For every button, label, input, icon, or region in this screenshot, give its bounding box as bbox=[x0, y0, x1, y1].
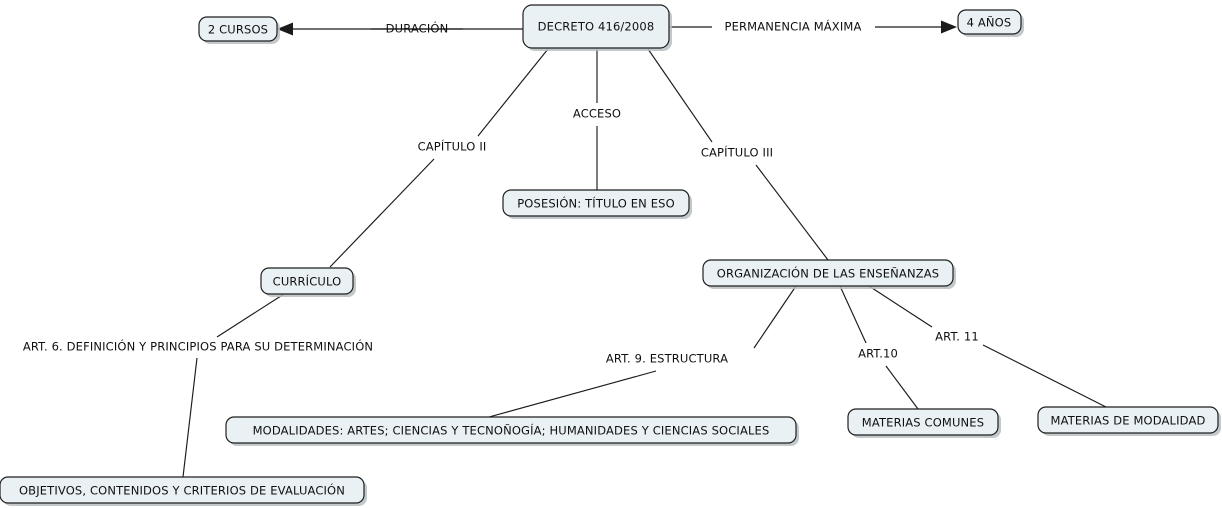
node-organizacion-ensenanzas[interactable]: ORGANIZACIÓN DE LAS ENSEÑANZAS bbox=[702, 259, 956, 289]
edge-art10-comunes bbox=[885, 365, 919, 410]
edge-label-art-10: ART.10 bbox=[858, 347, 898, 361]
node-4-anios[interactable]: 4 AÑOS bbox=[957, 9, 1024, 37]
node-rect[interactable] bbox=[502, 189, 690, 217]
node-rect[interactable] bbox=[702, 259, 954, 287]
node-rect[interactable] bbox=[260, 267, 354, 295]
node-modalidades[interactable]: MODALIDADES: ARTES; CIENCIAS Y TECNOÑOGÍ… bbox=[225, 416, 799, 446]
node-label: MODALIDADES: ARTES; CIENCIAS Y TECNOÑOGÍ… bbox=[253, 423, 770, 438]
edge-capitulo2-curriculo bbox=[329, 158, 435, 268]
edge-label-art-11: ART. 11 bbox=[935, 330, 979, 344]
node-label: 2 CURSOS bbox=[208, 23, 268, 37]
node-2-cursos[interactable]: 2 CURSOS bbox=[198, 16, 280, 44]
edge-label-acceso: ACCESO bbox=[573, 107, 621, 121]
node-objetivos-contenidos-criterios[interactable]: OBJETIVOS, CONTENIDOS Y CRITERIOS DE EVA… bbox=[0, 476, 367, 506]
node-label: MATERIAS COMUNES bbox=[862, 416, 984, 430]
nodes-layer: DECRETO 416/2008 2 CURSOS 4 AÑOS POSESIÓ… bbox=[0, 4, 1221, 506]
edge-labels-layer: DURACIÓN PERMANENCIA MÁXIMA CAPÍTULO II … bbox=[23, 19, 979, 366]
edge-capitulo3-organizacion bbox=[755, 164, 829, 261]
node-label: CURRÍCULO bbox=[273, 274, 342, 289]
edge-organizacion-art10 bbox=[839, 285, 867, 344]
edge-decreto-capitulo2 bbox=[477, 48, 549, 137]
node-label: DECRETO 416/2008 bbox=[538, 20, 655, 34]
arrowhead-anios bbox=[941, 20, 957, 34]
node-materias-comunes[interactable]: MATERIAS COMUNES bbox=[847, 408, 1001, 438]
node-label: 4 AÑOS bbox=[967, 15, 1012, 30]
node-materias-de-modalidad[interactable]: MATERIAS DE MODALIDAD bbox=[1037, 406, 1221, 436]
node-label: ORGANIZACIÓN DE LAS ENSEÑANZAS bbox=[717, 266, 939, 281]
node-rect[interactable] bbox=[198, 16, 278, 42]
edge-label-capitulo-ii: CAPÍTULO II bbox=[418, 139, 487, 154]
edge-curriculo-art6 bbox=[216, 293, 285, 338]
node-rect[interactable] bbox=[957, 9, 1022, 35]
node-curriculo[interactable]: CURRÍCULO bbox=[260, 267, 356, 297]
node-decreto-416-2008[interactable]: DECRETO 416/2008 bbox=[522, 4, 672, 51]
edge-label-art-9: ART. 9. ESTRUCTURA bbox=[606, 352, 728, 366]
node-rect[interactable] bbox=[0, 476, 365, 504]
edge-label-duracion: DURACIÓN bbox=[386, 21, 449, 36]
node-label: POSESIÓN: TÍTULO EN ESO bbox=[517, 196, 675, 211]
edge-organizacion-art11 bbox=[868, 285, 933, 328]
node-posesion-titulo-eso[interactable]: POSESIÓN: TÍTULO EN ESO bbox=[502, 189, 692, 219]
edge-art11-modalidad bbox=[982, 344, 1107, 408]
edges-layer bbox=[182, 20, 1107, 478]
node-rect[interactable] bbox=[225, 416, 797, 444]
edge-organizacion-art9 bbox=[753, 285, 797, 349]
edge-label-permanencia-maxima: PERMANENCIA MÁXIMA bbox=[725, 19, 862, 34]
edge-label-capitulo-iii: CAPÍTULO III bbox=[701, 145, 773, 160]
node-rect[interactable] bbox=[847, 408, 999, 436]
node-rect[interactable] bbox=[522, 4, 670, 49]
edge-art9-modalidades bbox=[488, 370, 657, 418]
edge-decreto-capitulo3 bbox=[647, 48, 713, 143]
node-rect[interactable] bbox=[1037, 406, 1219, 434]
arrowhead-cursos bbox=[277, 22, 293, 36]
node-label: OBJETIVOS, CONTENIDOS Y CRITERIOS DE EVA… bbox=[19, 483, 345, 498]
edge-label-art-6: ART. 6. DEFINICIÓN Y PRINCIPIOS PARA SU … bbox=[23, 339, 373, 354]
edge-art6-objetivos bbox=[182, 357, 198, 478]
node-label: MATERIAS DE MODALIDAD bbox=[1051, 414, 1206, 428]
